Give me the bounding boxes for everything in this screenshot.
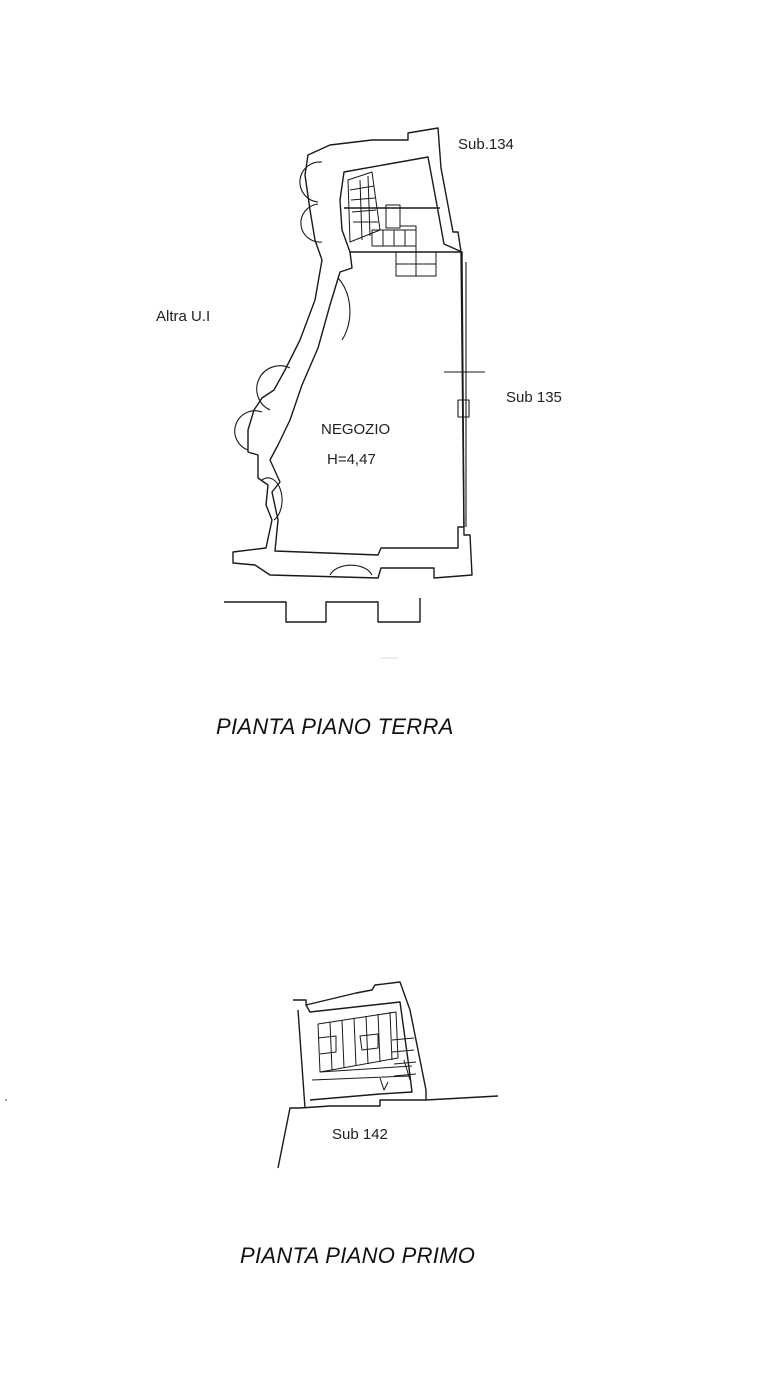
first-floor-outer-wall — [277, 981, 499, 1169]
ground-floor-staircase — [347, 171, 437, 277]
ground-floor-inner-wall — [269, 156, 465, 556]
ground-floor-right-wall — [444, 262, 485, 527]
room-name: NEGOZIO — [321, 421, 391, 438]
room-height: H=4,47 — [327, 451, 376, 468]
label-sub-142: Sub 142 — [332, 1126, 388, 1143]
label-sub-134: Sub.134 — [458, 136, 514, 153]
ground-floor-foundation — [224, 598, 421, 623]
first-floor-title: PIANTA PIANO PRIMO — [240, 1243, 476, 1268]
first-floor-inner-wall — [297, 1001, 413, 1109]
first-floor-staircase — [311, 1011, 417, 1091]
label-altra-ui: Altra U.I — [156, 308, 211, 325]
ground-floor-title: PIANTA PIANO TERRA — [216, 714, 454, 739]
label-sub-135: Sub 135 — [506, 389, 562, 406]
ground-floor-openings — [234, 161, 373, 576]
ground-floor-outer-wall — [232, 127, 473, 579]
